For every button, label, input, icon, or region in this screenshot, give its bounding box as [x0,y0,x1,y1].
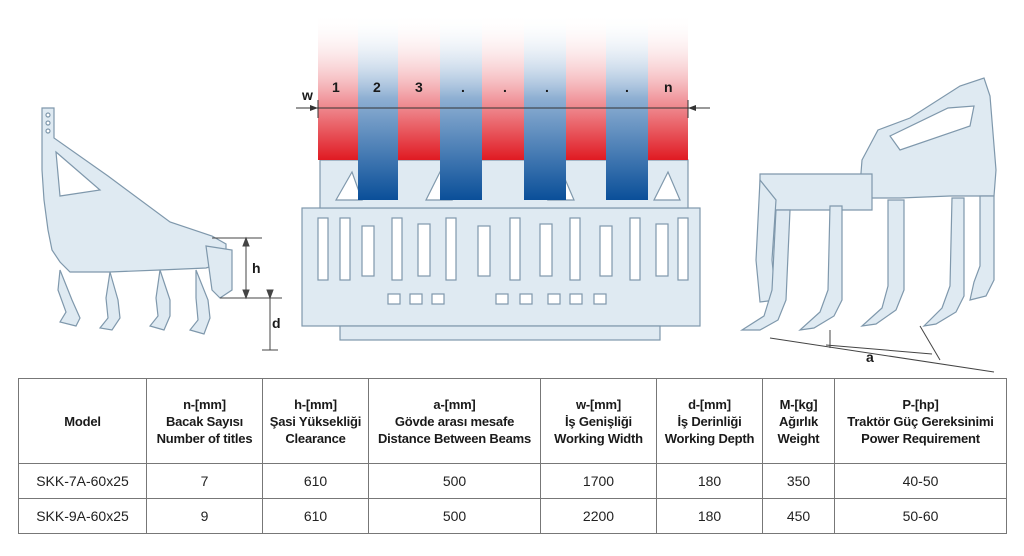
header-d: d-[mm] İş Derinliği Working Depth [656,378,763,464]
header-w: w-[mm] İş Genişliği Working Width [540,378,657,464]
row-number: 3 [415,79,423,95]
dimension-w [296,100,710,118]
header-line: h-[mm] [294,396,337,412]
header-line: Gövde arası mesafe [394,413,515,429]
header-a: a-[mm] Gövde arası mesafe Distance Betwe… [368,378,541,464]
header-line: Weight [777,430,820,446]
beam-band [398,14,440,160]
beam-band [648,14,688,160]
label-a: a [866,349,874,365]
beam-band [524,14,566,200]
cell-m: 450 [762,498,835,534]
beam-bands [318,14,688,200]
header-line: P-[hp] [902,396,939,412]
cell-a: 500 [368,463,541,499]
row-number: . [503,79,507,95]
header-p: P-[hp] Traktör Güç Gereksinimi Power Req… [834,378,1007,464]
header-n: n-[mm] Bacak Sayısı Number of titles [146,378,263,464]
header-line: Ağırlık [778,413,819,429]
cell-model: SKK-7A-60x25 [18,463,147,499]
cell-n: 7 [146,463,263,499]
side-view-left [41,107,233,335]
header-line: Şasi Yüksekliği [269,413,362,429]
header-line: n-[mm] [183,396,226,412]
header-line: Working Width [554,430,643,446]
header-line: İş Genişliği [565,413,632,429]
header-line: d-[mm] [688,396,731,412]
cell-model: SKK-9A-60x25 [18,498,147,534]
header-line: M-[kg] [779,396,818,412]
beam-band [606,14,648,200]
label-w: w [301,87,313,103]
header-line: Bacak Sayısı [165,413,244,429]
diagram-area: h d [41,14,997,373]
cell-w: 2200 [540,498,657,534]
row-number: 1 [332,79,340,95]
beam-band [358,14,398,200]
row-number: . [625,79,629,95]
table-row: SKK-9A-60x25 9 610 500 2200 180 450 50-6… [18,498,1007,534]
table-row: SKK-7A-60x25 7 610 500 1700 180 350 40-5… [18,463,1007,499]
cell-h: 610 [262,463,369,499]
row-number: . [461,79,465,95]
header-h: h-[mm] Şasi Yüksekliği Clearance [262,378,369,464]
cell-m: 350 [762,463,835,499]
side-view-right [739,77,997,331]
cell-h: 610 [262,498,369,534]
cell-w: 1700 [540,463,657,499]
beam-band [482,14,524,160]
header-line: Number of titles [156,430,253,446]
label-h: h [252,260,261,276]
header-m: M-[kg] Ağırlık Weight [762,378,835,464]
header-line: Model [64,413,101,429]
cell-a: 500 [368,498,541,534]
cell-p: 50-60 [834,498,1007,534]
diagram-canvas: h d [41,14,997,373]
label-d: d [272,315,281,331]
cell-n: 9 [146,498,263,534]
cell-p: 40-50 [834,463,1007,499]
beam-band [440,14,482,200]
table-header-row: Model n-[mm] Bacak Sayısı Number of titl… [18,378,1007,464]
dimension-h-d [212,236,282,351]
row-numbers: 1 2 3 . . . . n [332,79,673,95]
beam-band [318,14,358,160]
cell-d: 180 [656,498,763,534]
row-number: 2 [373,79,381,95]
row-number: n [664,79,673,95]
header-line: Clearance [285,430,346,446]
header-line: Power Requirement [861,430,980,446]
header-line: Distance Between Beams [377,430,532,446]
row-number: . [545,79,549,95]
dimension-a [769,325,995,373]
cell-d: 180 [656,463,763,499]
beam-band [566,14,606,160]
header-line: w-[mm] [575,396,622,412]
header-line: İş Derinliği [677,413,742,429]
specifications-table: Model n-[mm] Bacak Sayısı Number of titl… [18,378,1007,534]
header-model: Model [18,378,147,464]
header-line: a-[mm] [433,396,476,412]
header-line: Working Depth [664,430,755,446]
header-line: Traktör Güç Gereksinimi [847,413,994,429]
